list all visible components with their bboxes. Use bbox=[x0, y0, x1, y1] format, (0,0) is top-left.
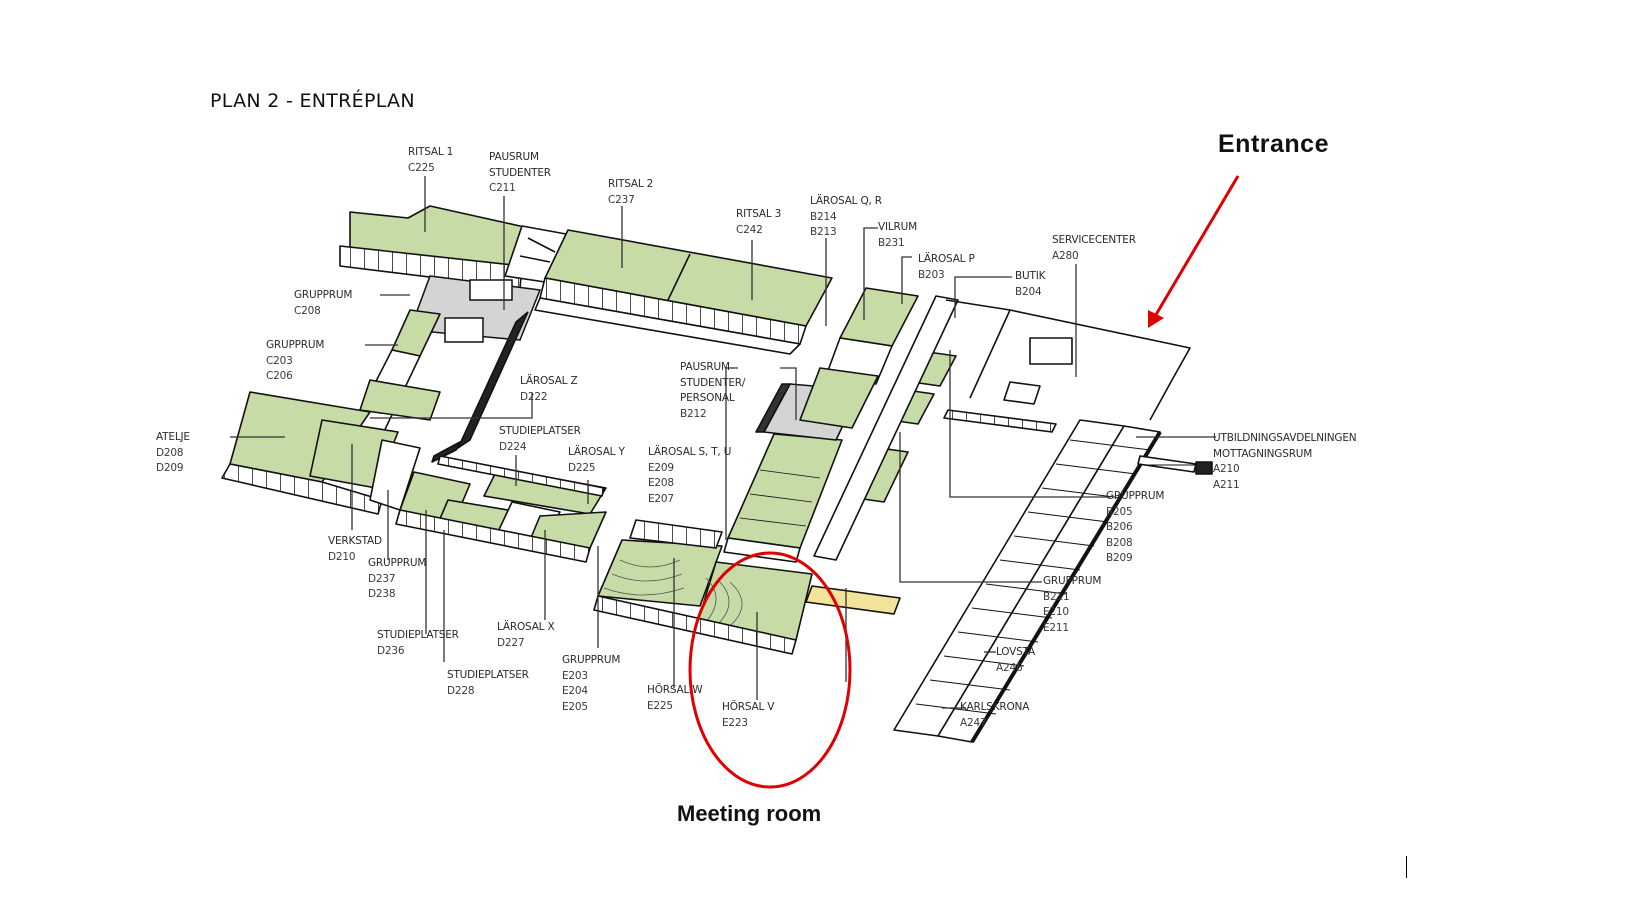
room-label-grupprum-c203: GRUPPRUM C203 C206 bbox=[266, 339, 325, 382]
room-label-lovsta: LOVSTA A246 bbox=[996, 646, 1035, 674]
room-label-grupprum-b205: GRUPPRUM B205 B206 B208 B209 bbox=[1106, 490, 1165, 564]
room-label-studieplatser-d224: STUDIEPLATSER D224 bbox=[499, 425, 581, 453]
building-wing-d-west bbox=[221, 309, 607, 563]
entrance-arrow bbox=[1152, 175, 1240, 319]
room-label-atelje: ATELJE D208 D209 bbox=[156, 431, 190, 474]
entrance-arrowhead-icon bbox=[1148, 310, 1164, 328]
room-label-servicecenter: SERVICECENTER A280 bbox=[1052, 234, 1136, 262]
room-label-verkstad: VERKSTAD D210 bbox=[328, 535, 382, 563]
room-label-larosal-p: LÄROSAL P B203 bbox=[918, 253, 975, 281]
leader-lines bbox=[230, 176, 1216, 709]
plan-title: PLAN 2 - ENTRÉPLAN bbox=[210, 90, 415, 112]
room-label-larosal-x: LÄROSAL X D227 bbox=[497, 621, 555, 649]
room-label-grupprum-b211: GRUPPRUM B211 E210 E211 bbox=[1043, 575, 1102, 634]
room-label-pausrum-personal: PAUSRUM STUDENTER/ PERSONAL B212 bbox=[680, 361, 746, 420]
room-label-ritsal-2: RITSAL 2 C237 bbox=[608, 178, 654, 206]
room-label-horsal-v: HÖRSAL V E223 bbox=[722, 701, 775, 729]
room-label-ritsal-3: RITSAL 3 C242 bbox=[736, 208, 782, 236]
room-label-grupprum-c208: GRUPPRUM C208 bbox=[294, 289, 353, 317]
room-label-larosal-z: LÄROSAL Z D222 bbox=[520, 375, 578, 403]
room-label-pausrum-studenter: PAUSRUM STUDENTER C211 bbox=[489, 151, 551, 194]
room-label-larosal-y: LÄROSAL Y D225 bbox=[568, 446, 625, 474]
meeting-room-annotation: Meeting room bbox=[677, 801, 822, 826]
room-label-vilrum: VILRUM B231 bbox=[878, 221, 917, 249]
room-label-studieplatser-d228: STUDIEPLATSER D228 bbox=[447, 669, 529, 697]
text-cursor-icon bbox=[1406, 856, 1407, 878]
building-wing-b-east bbox=[799, 287, 1213, 744]
room-label-karlskrona: KARLSKRONA A247 bbox=[960, 701, 1030, 729]
annotation-overlays bbox=[688, 175, 1240, 789]
room-label-utbildningsavdelningen: UTBILDNINGSAVDELNINGEN MOTTAGNINGSRUM A2… bbox=[1213, 432, 1357, 491]
room-label-ritsal-1: RITSAL 1 C225 bbox=[408, 146, 454, 174]
entrance-annotation: Entrance bbox=[1218, 130, 1329, 158]
building-wing-c-north bbox=[339, 205, 833, 355]
building-core-common-area bbox=[408, 275, 542, 451]
room-label-horsal-w: HÖRSAL W E225 bbox=[647, 684, 703, 712]
room-label-grupprum-e203: GRUPPRUM E203 E204 E205 bbox=[562, 654, 621, 713]
room-label-butik: BUTIK B204 bbox=[1015, 270, 1046, 298]
room-label-grupprum-d237: GRUPPRUM D237 D238 bbox=[368, 557, 427, 600]
meeting-room-highlight-circle bbox=[688, 551, 852, 789]
room-label-studieplatser-d236: STUDIEPLATSER D236 bbox=[377, 629, 459, 657]
room-label-larosal-stu: LÄROSAL S, T, U E209 E208 E207 bbox=[648, 446, 732, 505]
room-label-larosal-qr: LÄROSAL Q, R B214 B213 bbox=[810, 195, 882, 238]
